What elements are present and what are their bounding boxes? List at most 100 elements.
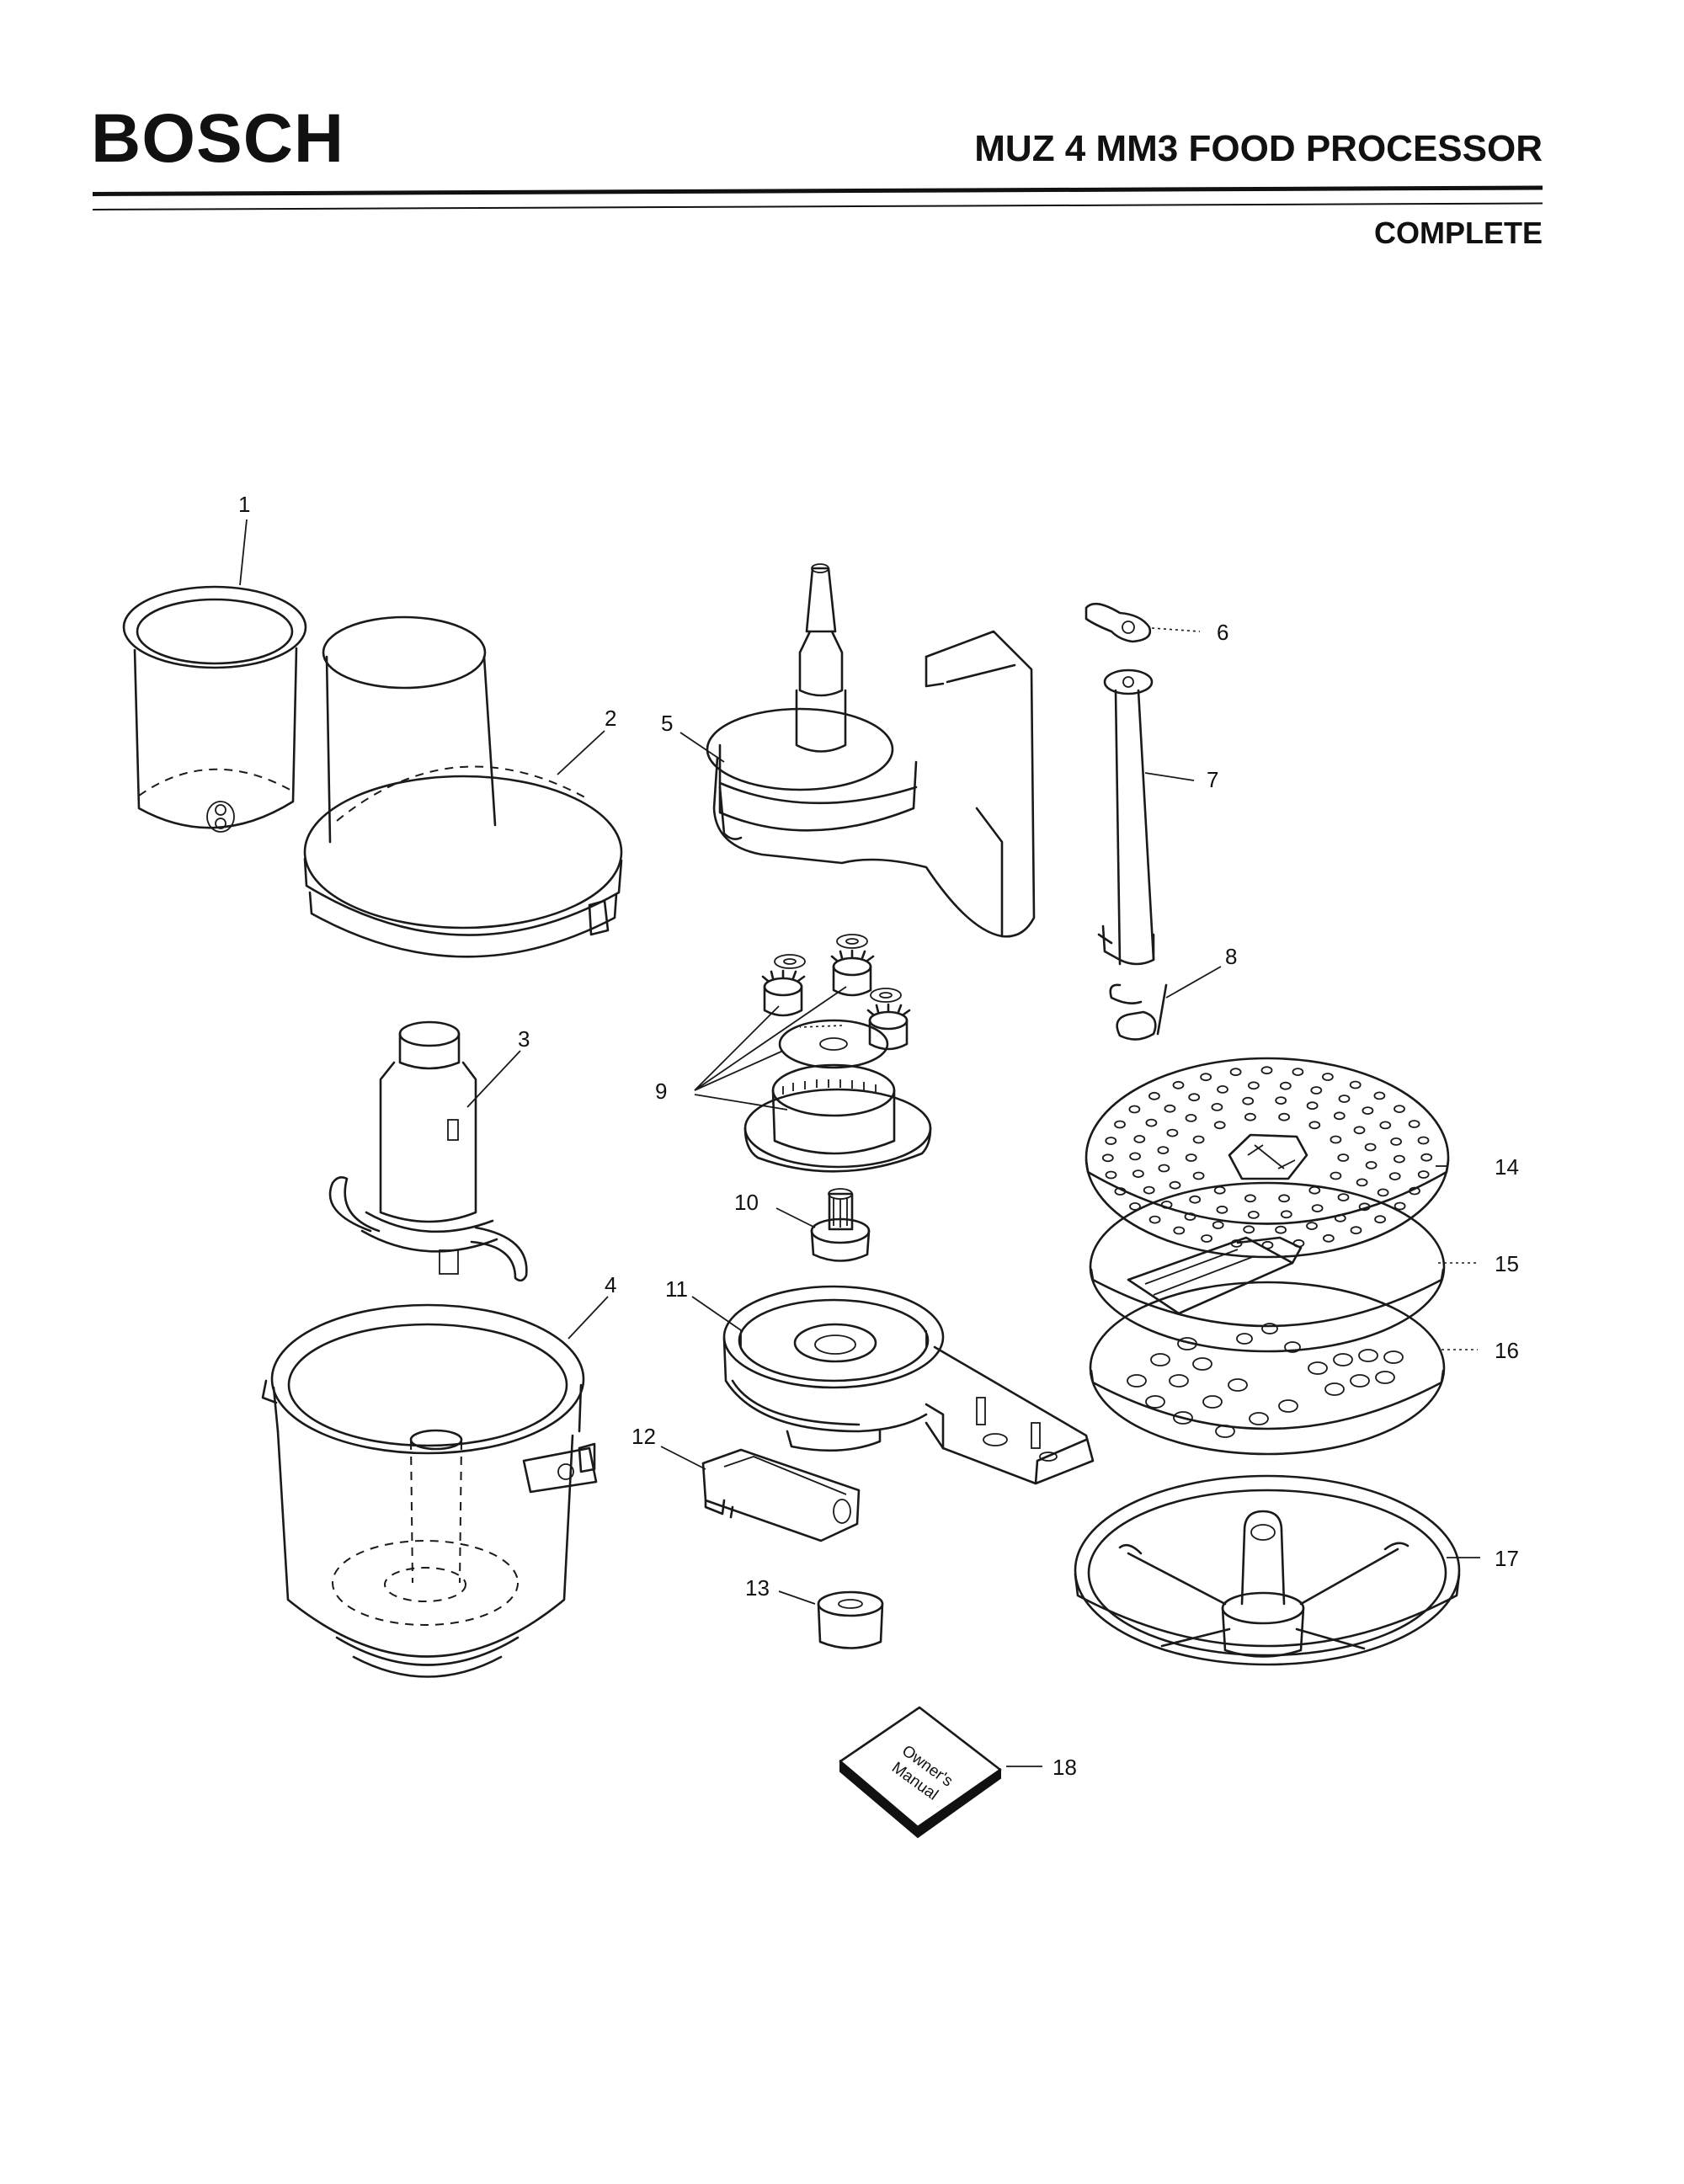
grating-hole: [1394, 1154, 1405, 1164]
part-18-owners-manual: Owner's Manual: [839, 1706, 1002, 1839]
bosch-logo: BOSCH: [91, 100, 345, 177]
part-2-lid-with-feed-tube: [303, 615, 623, 958]
grating-hole: [1374, 1215, 1386, 1224]
callout-4: 4: [605, 1272, 616, 1297]
callout-15: 15: [1495, 1251, 1519, 1276]
grating-hole: [1377, 1188, 1389, 1197]
grating-hole: [1217, 1085, 1228, 1094]
grating-hole: [1213, 1121, 1226, 1130]
grating-hole: [1101, 1153, 1114, 1163]
grating-hole: [1275, 1096, 1287, 1105]
grating-hole: [1260, 1066, 1273, 1075]
grating-hole: [1311, 1204, 1324, 1212]
part-4-work-bowl: [261, 1303, 598, 1678]
callout-14: 14: [1495, 1154, 1519, 1180]
grating-hole: [1292, 1238, 1305, 1248]
grating-hole: [1114, 1187, 1127, 1196]
callout-13: 13: [745, 1575, 770, 1601]
grating-hole: [1211, 1103, 1223, 1111]
grating-hole: [1145, 1118, 1158, 1127]
grating-hole: [1356, 1178, 1368, 1187]
grating-hole: [1129, 1152, 1141, 1161]
grating-hole: [1306, 1222, 1318, 1230]
grating-hole: [1129, 1202, 1141, 1211]
callout-8: 8: [1225, 944, 1237, 969]
grating-hole: [1278, 1194, 1290, 1203]
part-14-grating-disc: [1084, 1057, 1450, 1259]
grating-hole: [1337, 1153, 1350, 1162]
callout-12: 12: [632, 1424, 656, 1449]
grating-hole: [1261, 1240, 1274, 1249]
grating-hole: [1201, 1234, 1212, 1243]
grating-hole: [1394, 1105, 1405, 1113]
grating-hole: [1128, 1105, 1141, 1114]
grating-hole: [1148, 1091, 1160, 1100]
part-15-slicing-disc: [1089, 1181, 1446, 1353]
grating-hole: [1164, 1104, 1176, 1113]
part-10-coupling: [810, 1188, 871, 1262]
grating-hole: [1188, 1093, 1201, 1102]
grating-hole: [1365, 1161, 1378, 1169]
grating-hole: [1172, 1080, 1185, 1089]
grating-hole: [1420, 1153, 1433, 1162]
grating-hole: [1143, 1185, 1155, 1195]
callout-7: 7: [1207, 767, 1218, 792]
grating-disc-holes: [1101, 1066, 1433, 1249]
grating-hole: [1213, 1185, 1226, 1195]
grating-hole: [1185, 1153, 1197, 1162]
grating-hole: [1306, 1101, 1319, 1111]
part-17-disc-carrier: [1074, 1474, 1461, 1666]
grating-hole: [1243, 1225, 1255, 1234]
callout-5: 5: [661, 711, 673, 736]
callout-10: 10: [734, 1190, 759, 1215]
grating-hole: [1379, 1121, 1392, 1130]
grating-hole: [1358, 1202, 1371, 1212]
grating-hole: [1230, 1239, 1243, 1248]
grating-hole: [1169, 1180, 1181, 1190]
grating-hole: [1244, 1112, 1256, 1121]
grating-hole: [1158, 1164, 1170, 1173]
part-16-shredding-disc: [1089, 1281, 1446, 1456]
grating-hole: [1337, 1193, 1350, 1201]
leader-lines: [239, 519, 1480, 1767]
grating-hole: [1278, 1112, 1290, 1121]
callout-1: 1: [238, 492, 250, 517]
callout-numbers: 1 2 3 4 5 6 7 8 9 10 11 12 13 14 15 16 1…: [238, 492, 1519, 1780]
grating-hole: [1394, 1201, 1406, 1211]
callout-9: 9: [655, 1079, 667, 1104]
model-title: MUZ 4 MM3 FOOD PROCESSOR: [974, 128, 1543, 169]
grating-hole: [1408, 1120, 1420, 1128]
grating-hole: [1330, 1171, 1342, 1180]
grating-hole: [1350, 1226, 1362, 1235]
callout-17: 17: [1495, 1546, 1519, 1571]
grating-hole: [1330, 1135, 1342, 1144]
grating-hole: [1333, 1111, 1346, 1121]
grating-hole: [1338, 1095, 1351, 1103]
grating-hole: [1334, 1213, 1346, 1223]
part-5-drive-housing: [706, 563, 1036, 938]
grating-hole: [1114, 1120, 1126, 1129]
callout-11: 11: [665, 1276, 688, 1302]
grating-hole: [1248, 1081, 1260, 1090]
grating-hole: [1308, 1185, 1321, 1195]
grating-hole: [1417, 1136, 1430, 1145]
callout-2: 2: [605, 706, 616, 731]
callout-18: 18: [1052, 1755, 1077, 1780]
grating-hole: [1166, 1128, 1179, 1137]
part-11-base-housing: [722, 1285, 1095, 1485]
callout-16: 16: [1495, 1338, 1519, 1363]
grating-hole: [1310, 1086, 1323, 1095]
part-13-bushing: [817, 1590, 884, 1649]
grating-hole: [1185, 1114, 1197, 1122]
part-12-switch-lever: [701, 1448, 861, 1542]
grating-hole: [1189, 1195, 1202, 1204]
grating-hole: [1353, 1126, 1366, 1135]
grating-hole: [1157, 1146, 1170, 1154]
grating-hole: [1200, 1073, 1212, 1082]
grating-hole: [1244, 1194, 1256, 1203]
part-8-spring: [1109, 983, 1168, 1041]
callout-6: 6: [1217, 620, 1228, 645]
grating-hole: [1148, 1215, 1161, 1224]
grating-hole: [1173, 1226, 1186, 1235]
